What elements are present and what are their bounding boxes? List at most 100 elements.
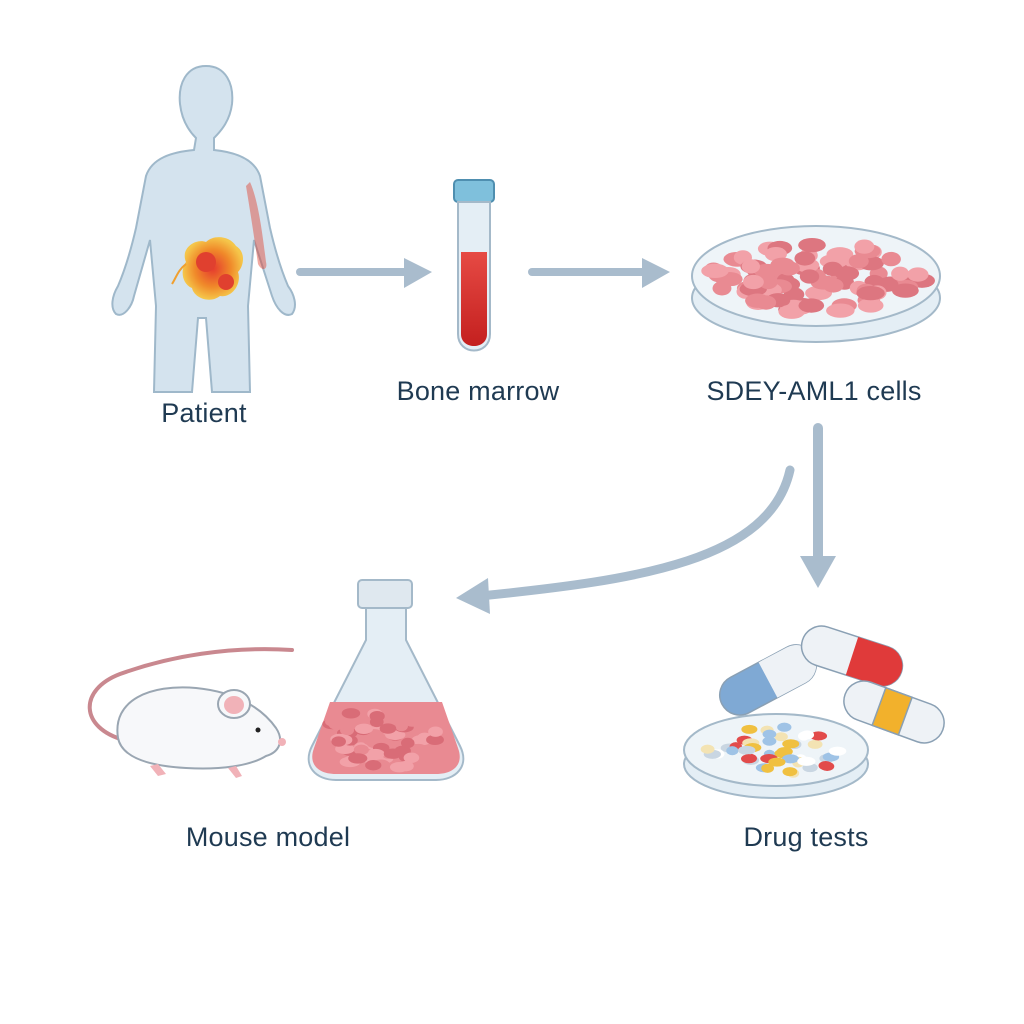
cell-blob xyxy=(409,743,428,755)
capsule-yellow xyxy=(843,680,945,744)
flask-cap xyxy=(357,579,413,609)
tumor-core-1 xyxy=(196,252,216,272)
cell-blob xyxy=(365,760,382,771)
capsule-red xyxy=(800,625,904,687)
cell-blob xyxy=(331,736,346,747)
test-tube-icon xyxy=(453,179,495,352)
cell-blob xyxy=(794,251,816,266)
cell-blob xyxy=(404,716,421,727)
tube-blood xyxy=(461,252,487,346)
cell-blob xyxy=(761,763,775,773)
cell-blob xyxy=(797,756,816,766)
arrow-cells-to-drugs xyxy=(800,423,836,588)
cell-blob xyxy=(422,752,443,764)
cell-blob xyxy=(386,710,404,722)
mouse-nose xyxy=(278,738,286,746)
cell-blob xyxy=(848,254,869,269)
cell-blob xyxy=(891,266,910,281)
flask-cells xyxy=(322,708,444,773)
cell-blob xyxy=(741,754,757,764)
cell-blob xyxy=(798,237,826,253)
mouse-ear-inner xyxy=(224,696,244,714)
mouse-tail xyxy=(87,647,294,742)
cell-blob xyxy=(798,298,825,313)
cell-blob xyxy=(738,745,756,755)
cell-blob xyxy=(741,259,761,274)
cell-blob xyxy=(778,304,805,319)
cell-blob xyxy=(426,734,444,746)
dish-pills xyxy=(700,722,847,778)
cell-blob xyxy=(354,723,374,734)
cell-blob xyxy=(782,767,798,777)
cell-blob xyxy=(758,274,778,290)
cell-blob xyxy=(348,753,368,764)
body-silhouette xyxy=(111,64,296,393)
arrow-cells-to-mouse xyxy=(456,465,795,614)
cell-blob xyxy=(726,746,739,756)
arm-inflammation xyxy=(246,182,267,270)
tube-cap xyxy=(453,179,495,203)
cell-blob xyxy=(700,744,715,754)
label-bone-marrow: Bone marrow xyxy=(396,376,560,406)
cell-blob xyxy=(809,731,828,741)
mouse-body xyxy=(116,686,282,770)
cell-blob xyxy=(379,723,397,734)
cell-blob xyxy=(353,744,369,756)
cell-blob xyxy=(776,746,793,757)
label-patient: Patient xyxy=(161,398,247,428)
tumor-icon xyxy=(171,237,243,300)
cell-blob xyxy=(400,737,415,749)
cell-blob xyxy=(891,283,919,298)
cell-blob xyxy=(828,746,847,756)
cell-blob xyxy=(768,757,786,767)
tumor-core-2 xyxy=(218,274,234,290)
cell-blob xyxy=(428,726,443,737)
cell-blob xyxy=(778,261,800,276)
cell-blob xyxy=(826,247,854,262)
human-body-icon xyxy=(111,64,296,393)
cell-blob xyxy=(854,239,875,254)
cell-blob xyxy=(762,729,777,739)
label-mouse-model: Mouse model xyxy=(185,822,351,852)
mouse-front-foot xyxy=(228,766,242,778)
cell-blob xyxy=(777,722,792,732)
cell-blob xyxy=(362,734,379,746)
cell-blob xyxy=(834,266,860,281)
cell-blob xyxy=(820,761,835,771)
cell-blob xyxy=(856,286,885,301)
cell-blob xyxy=(403,752,420,763)
cell-blob xyxy=(341,708,361,719)
cell-blob xyxy=(701,263,729,279)
cell-blob xyxy=(881,251,901,267)
cell-blob xyxy=(857,298,884,313)
cell-blob xyxy=(742,274,764,290)
cell-blob xyxy=(369,711,385,722)
cell-blob xyxy=(745,293,770,308)
cell-blob xyxy=(782,739,800,749)
cell-blob xyxy=(800,730,815,740)
mouse-eye xyxy=(255,727,261,733)
cell-blob xyxy=(741,724,758,734)
dish-cells xyxy=(701,237,935,319)
label-cells: SDEY-AML1 cells xyxy=(706,376,922,406)
cell-blob xyxy=(324,716,345,727)
cell-blob xyxy=(383,748,403,759)
cell-blob xyxy=(774,732,788,742)
cell-blob xyxy=(762,736,777,746)
label-drug-tests: Drug tests xyxy=(743,822,869,852)
petri-dish-icon xyxy=(691,225,941,343)
cell-blob xyxy=(826,303,855,318)
cell-blob xyxy=(907,267,929,282)
arrow-patient-to-marrow xyxy=(296,258,432,288)
cell-blob xyxy=(389,761,409,773)
mouse-icon xyxy=(87,647,294,778)
capsules-and-dish-icon xyxy=(683,625,945,799)
cell-blob xyxy=(823,278,844,293)
cell-blob xyxy=(366,748,385,760)
culture-flask-icon xyxy=(307,579,465,781)
tumor-vessel xyxy=(171,263,187,285)
arrow-marrow-to-cells xyxy=(528,258,670,288)
mouse-hind-foot xyxy=(150,764,166,776)
